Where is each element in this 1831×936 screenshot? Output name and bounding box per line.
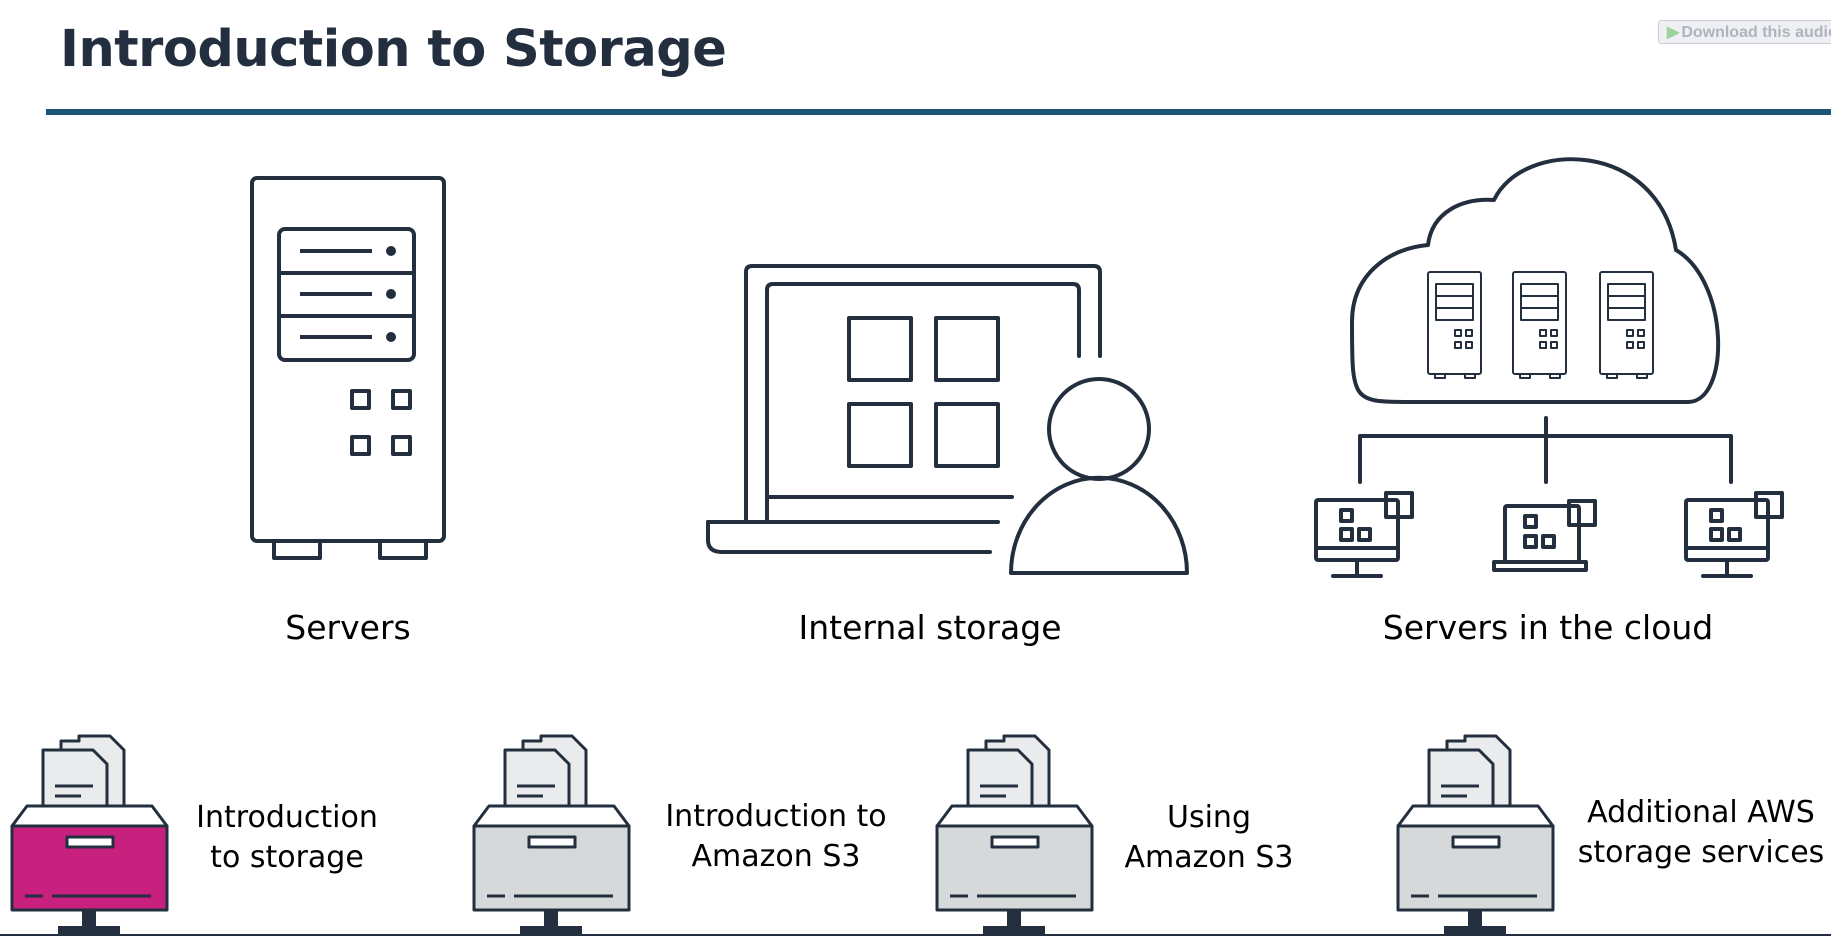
nav-label-line1: Introduction to: [665, 799, 887, 834]
nav-label-line2: storage services: [1577, 835, 1825, 870]
caption-internal-storage: Internal storage: [798, 608, 1062, 647]
caption-servers-in-the-cloud: Servers in the cloud: [1382, 608, 1714, 647]
nav-label-using-amazon-s3: Using Amazon S3: [1125, 798, 1294, 878]
nav-label-introduction-to-amazon-s3: Introduction to Amazon S3: [665, 797, 886, 877]
caption-servers: Servers: [285, 608, 411, 647]
nav-label-line1: Introduction: [196, 800, 378, 835]
download-audio-label: Download this audio: [1681, 24, 1831, 41]
nav-label-line1: Using: [1167, 800, 1251, 835]
title-divider: [46, 109, 1831, 115]
play-icon: ▶: [1667, 24, 1680, 41]
download-audio-button[interactable]: ▶Download this audio: [1658, 20, 1831, 44]
page-title: Introduction to Storage: [60, 20, 727, 79]
nav-label-line2: Amazon S3: [1124, 840, 1294, 875]
nav-label-additional-aws-storage-services: Additional AWS storage services: [1578, 793, 1825, 873]
bottom-border: [0, 934, 1831, 936]
nav-label-line2: to storage: [210, 840, 364, 875]
nav-label-line1: Additional AWS: [1587, 795, 1815, 830]
nav-label-introduction-to-storage: Introduction to storage: [196, 798, 378, 878]
nav-label-line2: Amazon S3: [691, 839, 861, 874]
